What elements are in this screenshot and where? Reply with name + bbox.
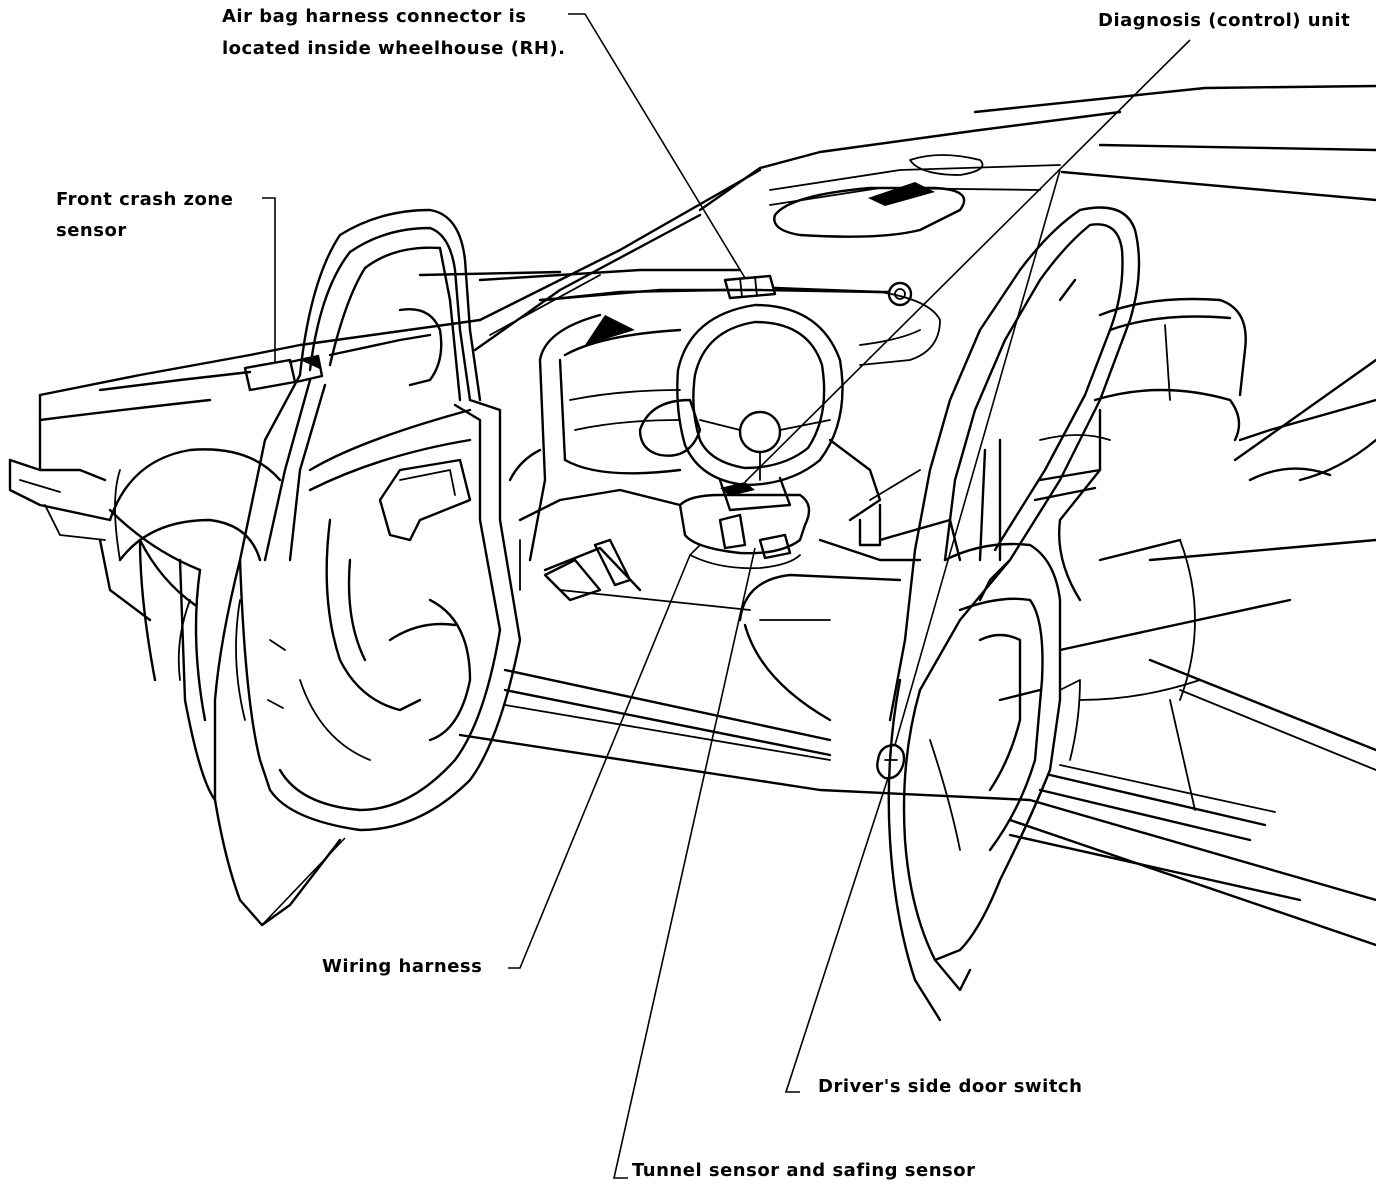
leader-wiring-harness [508,554,691,969]
leader-front-crash-zone-sensor [262,197,276,362]
leader-diagnosis-unit [744,39,1191,483]
airbag-harness-connector-label-line2: located inside wheelhouse (RH). [222,38,566,59]
leader-diagnosis-to-switch [894,169,1061,746]
airbag-harness-connector [543,274,913,307]
drivers-side-door-switch-label: Driver's side door switch [818,1076,1083,1097]
airbag-harness-connector-label-line1: Air bag harness connector is [222,6,527,27]
wiring-harness-label: Wiring harness [322,956,483,977]
leader-wiring-harness-door [261,837,346,926]
tunnel-safing-sensor-label: Tunnel sensor and safing sensor [632,1160,976,1181]
leader-airbag-harness-connector [568,13,746,279]
front-crash-zone-sensor [243,354,324,392]
leader-drivers-side-door-switch [784,777,889,1093]
leader-tunnel-safing-sensor [613,547,756,1179]
diagnosis-unit-label: Diagnosis (control) unit [1098,10,1351,31]
front-crash-zone-sensor-label-line2: sensor [56,220,127,241]
leader-lines [261,13,1191,1179]
front-crash-zone-sensor-label-line1: Front crash zone [56,189,234,210]
vehicle-body-outline [8,84,1376,947]
dashboard [508,288,1376,722]
driver-door-open [876,206,1141,1022]
front-door-open [108,208,522,927]
